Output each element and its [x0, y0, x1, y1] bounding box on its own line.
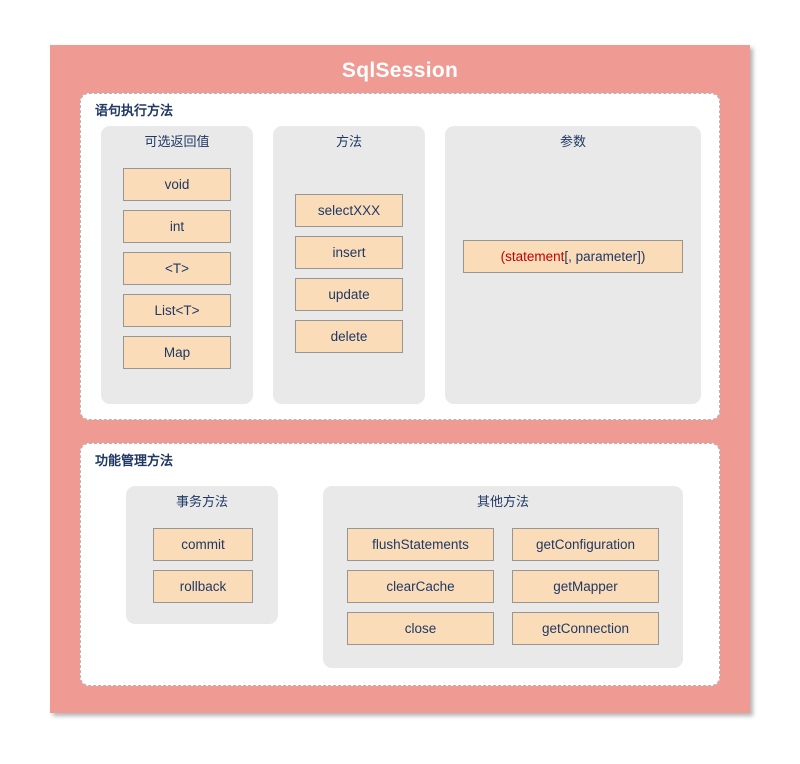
panel-statement-execution: 语句执行方法 可选返回值 void int <T> List<T> Map 方法… [80, 93, 720, 421]
item-selectxxx[interactable]: selectXXX [295, 194, 403, 228]
panel-title-statement-execution: 语句执行方法 [95, 103, 174, 119]
group-title-transaction-methods: 事务方法 [175, 494, 228, 510]
other-methods-item-list: flushStatements getConfiguration clearCa… [347, 528, 659, 646]
transaction-methods-item-list: commit rollback [153, 528, 253, 612]
group-title-parameters: 参数 [559, 134, 586, 150]
group-title-return-values: 可选返回值 [144, 134, 210, 150]
item-list-t[interactable]: List<T> [123, 294, 231, 328]
item-update[interactable]: update [295, 278, 403, 312]
param-statement-text: (statement [500, 248, 565, 264]
item-void[interactable]: void [123, 168, 231, 202]
param-optional-text: [, parameter]) [564, 248, 646, 264]
item-statement-parameter[interactable]: (statement[, parameter]) [463, 240, 683, 274]
item-rollback[interactable]: rollback [153, 570, 253, 604]
group-methods: 方法 selectXXX insert update delete [273, 126, 425, 405]
parameters-item-list: (statement[, parameter]) [463, 240, 683, 274]
group-title-other-methods: 其他方法 [476, 494, 529, 510]
group-transaction-methods: 事务方法 commit rollback [126, 486, 278, 625]
group-parameters: 参数 (statement[, parameter]) [445, 126, 701, 405]
diagram-title: SqlSession [341, 59, 459, 82]
panel-title-function-management: 功能管理方法 [95, 453, 174, 469]
item-flushstatements[interactable]: flushStatements [347, 528, 494, 562]
panel-function-management: 功能管理方法 事务方法 commit rollback 其他方法 flushSt… [80, 443, 720, 687]
sqlsession-diagram-frame: SqlSession 语句执行方法 可选返回值 void int <T> Lis… [50, 45, 750, 713]
group-other-methods: 其他方法 flushStatements getConfiguration cl… [323, 486, 683, 669]
item-commit[interactable]: commit [153, 528, 253, 562]
item-delete[interactable]: delete [295, 320, 403, 354]
item-getconfiguration[interactable]: getConfiguration [512, 528, 659, 562]
item-insert[interactable]: insert [295, 236, 403, 270]
return-values-item-list: void int <T> List<T> Map [123, 168, 231, 378]
item-generic-t[interactable]: <T> [123, 252, 231, 286]
item-map[interactable]: Map [123, 336, 231, 370]
group-return-values: 可选返回值 void int <T> List<T> Map [101, 126, 253, 405]
item-getconnection[interactable]: getConnection [512, 612, 659, 646]
methods-item-list: selectXXX insert update delete [295, 194, 403, 362]
item-clearcache[interactable]: clearCache [347, 570, 494, 604]
item-getmapper[interactable]: getMapper [512, 570, 659, 604]
group-title-methods: 方法 [335, 134, 362, 150]
item-close[interactable]: close [347, 612, 494, 646]
item-int[interactable]: int [123, 210, 231, 244]
